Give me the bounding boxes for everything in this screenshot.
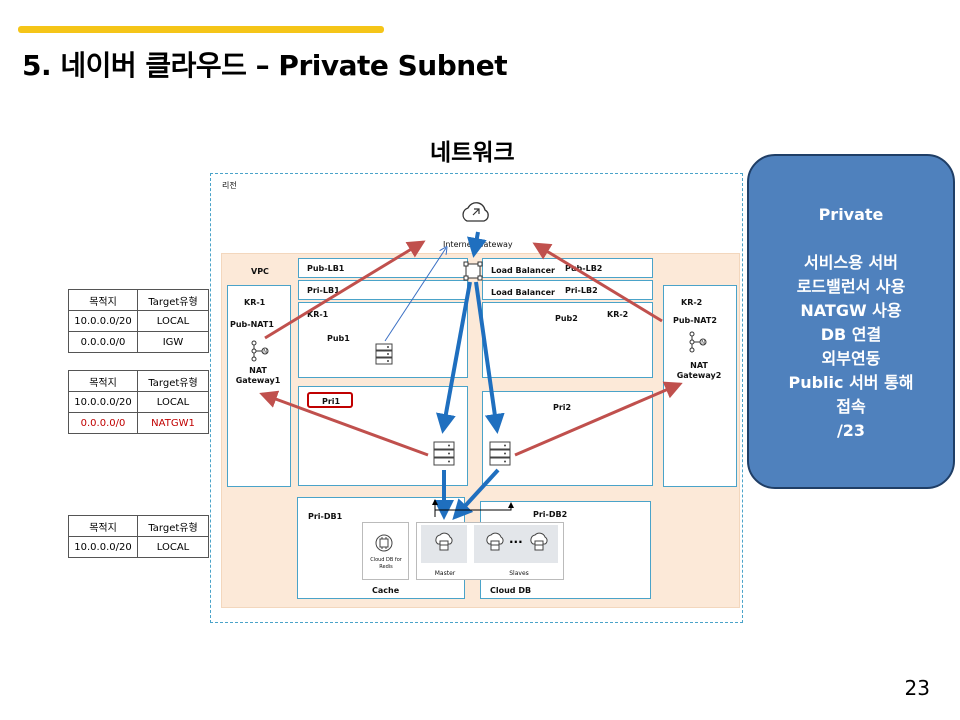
pri2-label: Pri2	[553, 403, 572, 412]
pub-lb2-label: Pub-LB2	[565, 264, 603, 273]
pri-lb1-label: Pri-LB1	[307, 286, 340, 295]
arrow-nat2-to-igw	[532, 242, 663, 323]
pub-lb2-subnet	[482, 258, 653, 278]
pub-nat1-label: Pub-NAT1	[230, 320, 274, 329]
pri-lb2-label: Pri-LB2	[565, 286, 598, 295]
internet-gateway-icon	[459, 199, 493, 229]
pub1-subnet	[298, 302, 468, 378]
nat-gateway2-icon: N	[687, 331, 709, 357]
load-balancer-1-label: Load Balancer	[491, 266, 555, 275]
rt2-header-dest: 목적지	[68, 370, 138, 392]
master-label: Master	[434, 570, 456, 577]
kr2-right-label: KR-2	[681, 298, 703, 307]
note-line-9: 접속	[836, 397, 866, 416]
rt3-row1-target: LOCAL	[137, 536, 209, 558]
pub2-label: Pub2	[555, 314, 578, 323]
arrow-lb-to-pri1	[436, 281, 472, 434]
slide-title: 5. 네이버 클라우드 – Private Subnet	[22, 49, 508, 82]
pub-nat2-label: Pub-NAT2	[673, 316, 717, 325]
nat-gateway1-label: NAT Gateway1	[235, 366, 281, 385]
arrow-pri1-to-nat1	[259, 390, 429, 457]
nat-gateway2-label: NAT Gateway2	[676, 361, 722, 380]
slaves-ellipsis-icon: ···	[509, 535, 523, 549]
slaves-label: Slaves	[509, 570, 529, 577]
rt2-row2-target: NATGW1	[137, 412, 209, 434]
rt1-header-dest: 목적지	[68, 289, 138, 311]
note-line-6: DB 연결	[820, 325, 882, 344]
arrow-nat1-to-igw	[264, 240, 426, 340]
pri1-label: Pri1	[307, 392, 353, 408]
rt1-header-target: Target유형	[137, 289, 209, 311]
slave-db-icon-2	[528, 532, 550, 556]
note-line-10: /23	[836, 421, 866, 440]
arrow-replication	[434, 502, 514, 517]
rt1-row1-target: LOCAL	[137, 310, 209, 332]
load-balancer-icon	[463, 261, 483, 285]
nat-gateway1-icon: N	[249, 340, 271, 366]
rt2-row1-target: LOCAL	[137, 391, 209, 413]
diagram-heading: 네트워크	[430, 140, 515, 166]
kr1-inner-label: KR-1	[307, 310, 329, 319]
slave-db-icon-1	[484, 532, 506, 556]
arrow-pri2-to-nat2	[514, 381, 683, 457]
rt3-row1-dest: 10.0.0.0/20	[68, 536, 138, 558]
title-accent-bar	[18, 26, 384, 33]
pri-lb2-subnet	[482, 280, 653, 300]
note-line-3: 서비스용 서버	[804, 253, 898, 272]
rt3-header-dest: 목적지	[68, 515, 138, 537]
arrow-pub1-to-igw	[384, 248, 446, 342]
redis-chip-icon	[374, 533, 394, 557]
load-balancer-2-label: Load Balancer	[491, 288, 555, 297]
rt2-header-target: Target유형	[137, 370, 209, 392]
svg-text:N: N	[263, 349, 267, 355]
kr2-inner-label: KR-2	[607, 310, 629, 319]
arrow-pri2-to-master	[452, 468, 500, 520]
cloud-db-label: Cloud DB	[490, 586, 532, 595]
rt2-row2-dest: 0.0.0.0/0	[68, 412, 138, 434]
region-container	[210, 173, 743, 623]
cache-label: Cache	[372, 586, 400, 595]
pri1-server-icon	[433, 441, 455, 471]
note-line-4: 로드밸런서 사용	[796, 277, 906, 296]
pri2-server-icon	[489, 441, 511, 471]
pri-db2-label: Pri-DB2	[533, 510, 568, 519]
rt1-row2-dest: 0.0.0.0/0	[68, 331, 138, 353]
private-subnet-note: Private 서비스용 서버 로드밸런서 사용 NATGW 사용 DB 연결 …	[747, 154, 955, 489]
note-line-5: NATGW 사용	[800, 301, 902, 320]
page-number: 23	[904, 676, 930, 700]
rt1-row2-target: IGW	[137, 331, 209, 353]
pub1-label: Pub1	[327, 334, 350, 343]
redis-label: Cloud DB for Redis	[370, 557, 402, 570]
region-label: 리전	[222, 181, 237, 190]
arrow-lb-to-pri2	[474, 281, 505, 434]
master-db-icon	[433, 532, 455, 556]
rt3-header-target: Target유형	[137, 515, 209, 537]
note-line-7: 외부연동	[821, 349, 881, 368]
pub-lb1-label: Pub-LB1	[307, 264, 345, 273]
note-line-8: Public 서버 통해	[788, 373, 914, 392]
arrow-igw-to-lb	[467, 231, 487, 258]
svg-text:N: N	[701, 340, 705, 346]
kr1-left-label: KR-1	[244, 298, 266, 307]
vpc-label: VPC	[251, 267, 269, 276]
note-line-2	[749, 227, 953, 251]
rt2-row1-dest: 10.0.0.0/20	[68, 391, 138, 413]
pub1-server-icon	[375, 343, 393, 369]
pri-db1-label: Pri-DB1	[308, 512, 343, 521]
rt1-row1-dest: 10.0.0.0/20	[68, 310, 138, 332]
note-line-1: Private	[818, 205, 884, 224]
kr1-nat-zone	[227, 285, 291, 487]
